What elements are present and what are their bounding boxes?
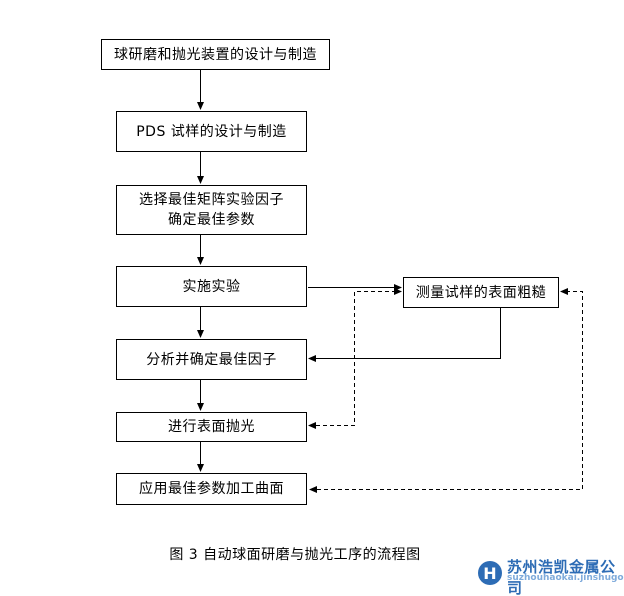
flow-step-apply-best-params: 应用最佳参数加工曲面: [116, 473, 307, 505]
flow-step-device-design: 球研磨和抛光装置的设计与制造: [101, 39, 330, 70]
figure-caption: 图 3 自动球面研磨与抛光工序的流程图: [169, 547, 421, 563]
company-logo-icon: H: [478, 561, 502, 585]
flow-step-label: 分析并确定最佳因子: [146, 351, 277, 368]
flow-step-select-matrix-factors: 选择最佳矩阵实验因子 确定最佳参数: [116, 185, 307, 235]
flow-step-label: 实施实验: [182, 278, 241, 295]
flow-step-surface-polish: 进行表面抛光: [116, 412, 307, 442]
flow-step-run-experiment: 实施实验: [116, 266, 307, 307]
flow-step-label: 进行表面抛光: [168, 419, 255, 435]
flow-step-pds-sample-design: PDS 试样的设计与制造: [116, 111, 307, 152]
flow-step-label: PDS 试样的设计与制造: [136, 123, 287, 140]
flow-step-label: 测量试样的表面粗糙: [415, 284, 547, 301]
flow-step-measure-roughness: 测量试样的表面粗糙: [403, 277, 559, 308]
company-name: 苏州浩凯金属公司: [507, 558, 616, 596]
company-subtext: suzhouhaokai.jinshugongsi: [507, 573, 624, 583]
flow-step-label: 球研磨和抛光装置的设计与制造: [114, 46, 317, 63]
flow-step-label-line1: 选择最佳矩阵实验因子: [139, 192, 284, 208]
flow-step-label: 应用最佳参数加工曲面: [139, 481, 284, 497]
flow-step-analyze-best-factors: 分析并确定最佳因子: [116, 339, 307, 380]
flow-step-label-line2: 确定最佳参数: [168, 212, 255, 228]
